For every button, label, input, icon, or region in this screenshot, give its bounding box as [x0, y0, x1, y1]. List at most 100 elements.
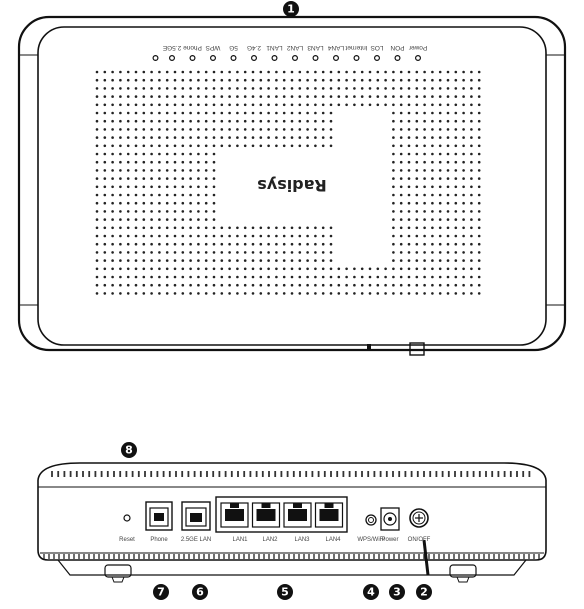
- back-top-vents: [51, 471, 531, 477]
- vent-hole: [446, 177, 450, 180]
- vent-hole: [126, 103, 130, 107]
- callout-4: 4: [363, 584, 379, 600]
- vent-hole: [407, 292, 411, 295]
- vent-hole: [275, 111, 278, 115]
- vent-hole: [158, 103, 161, 107]
- vent-hole: [251, 70, 255, 74]
- vent-hole: [181, 218, 185, 221]
- vent-hole: [236, 95, 239, 98]
- vent-hole: [228, 111, 231, 115]
- vent-hole: [119, 152, 122, 156]
- vent-hole: [392, 185, 395, 189]
- vent-hole: [103, 136, 107, 139]
- vent-hole: [407, 283, 411, 287]
- vent-hole: [376, 292, 380, 295]
- callout-6: 6: [192, 584, 208, 600]
- vent-hole: [477, 283, 481, 287]
- vent-hole: [119, 87, 122, 90]
- vent-hole: [173, 128, 177, 131]
- vent-hole: [392, 160, 395, 164]
- vent-hole: [290, 136, 294, 139]
- vent-hole: [103, 210, 107, 213]
- led-indicator: [152, 54, 159, 61]
- led-indicator: [415, 54, 422, 61]
- vent-hole: [423, 267, 426, 271]
- vent-hole: [119, 283, 122, 287]
- vent-hole: [407, 95, 411, 98]
- vent-hole: [446, 169, 450, 172]
- vent-hole: [95, 275, 99, 279]
- vent-hole: [134, 185, 138, 189]
- vent-hole: [165, 152, 169, 156]
- led-label: PON: [390, 44, 404, 51]
- vent-hole: [142, 259, 146, 262]
- vent-hole: [165, 136, 169, 139]
- vent-hole: [111, 185, 114, 189]
- vent-hole: [119, 169, 122, 172]
- vent-hole: [134, 70, 138, 74]
- vent-hole: [197, 111, 200, 115]
- vent-hole: [150, 95, 153, 98]
- vent-hole: [119, 234, 122, 238]
- vent-hole: [321, 226, 325, 230]
- vent-hole: [298, 283, 302, 287]
- vent-hole: [415, 251, 419, 254]
- vent-hole: [259, 111, 263, 115]
- vent-hole: [275, 78, 278, 82]
- vent-hole: [173, 177, 177, 180]
- vent-hole: [204, 144, 208, 148]
- vent-hole: [111, 177, 114, 180]
- vent-hole: [431, 275, 434, 279]
- vent-hole: [197, 242, 200, 246]
- vent-hole: [134, 292, 138, 295]
- vent-hole: [204, 185, 208, 189]
- vent-hole: [321, 136, 325, 139]
- port-label: 2.5GE LAN: [181, 537, 211, 543]
- vent-hole: [446, 283, 450, 287]
- vent-hole: [204, 128, 208, 131]
- vent-hole: [126, 201, 130, 205]
- vent-hole: [173, 275, 177, 279]
- vent-hole: [119, 136, 122, 139]
- vent-hole: [103, 267, 107, 271]
- vent-hole: [267, 234, 270, 238]
- vent-hole: [314, 292, 317, 295]
- vent-hole: [329, 251, 333, 254]
- vent-hole: [173, 226, 177, 230]
- vent-hole: [165, 218, 169, 221]
- vent-hole: [337, 70, 341, 74]
- vent-hole: [111, 152, 114, 156]
- vent-hole: [259, 234, 263, 238]
- vent-hole: [267, 95, 270, 98]
- callout-2: 2: [416, 584, 432, 600]
- vent-hole: [454, 144, 458, 148]
- vent-hole: [368, 275, 372, 279]
- led-label: LAN2: [286, 44, 303, 51]
- vent-hole: [298, 128, 302, 131]
- vent-hole: [446, 259, 450, 262]
- vent-hole: [360, 87, 364, 90]
- vent-hole: [181, 136, 185, 139]
- vent-hole: [298, 226, 302, 230]
- vent-hole: [267, 292, 270, 295]
- vent-hole: [407, 267, 411, 271]
- vent-hole: [446, 136, 450, 139]
- vent-hole: [337, 95, 341, 98]
- vent-hole: [314, 234, 317, 238]
- vent-hole: [103, 242, 107, 246]
- vent-hole: [392, 70, 395, 74]
- vent-hole: [407, 242, 411, 246]
- vent-hole: [477, 193, 481, 197]
- vent-hole: [392, 218, 395, 221]
- port-label: Phone: [150, 537, 168, 543]
- vent-hole: [431, 201, 434, 205]
- vent-hole: [415, 136, 419, 139]
- vent-hole: [306, 259, 309, 262]
- vent-hole: [173, 292, 177, 295]
- vent-hole: [306, 128, 309, 131]
- vent-hole: [282, 259, 286, 262]
- vent-hole: [204, 78, 208, 82]
- vent-hole: [103, 292, 107, 295]
- vent-hole: [392, 251, 395, 254]
- vent-hole: [243, 251, 247, 254]
